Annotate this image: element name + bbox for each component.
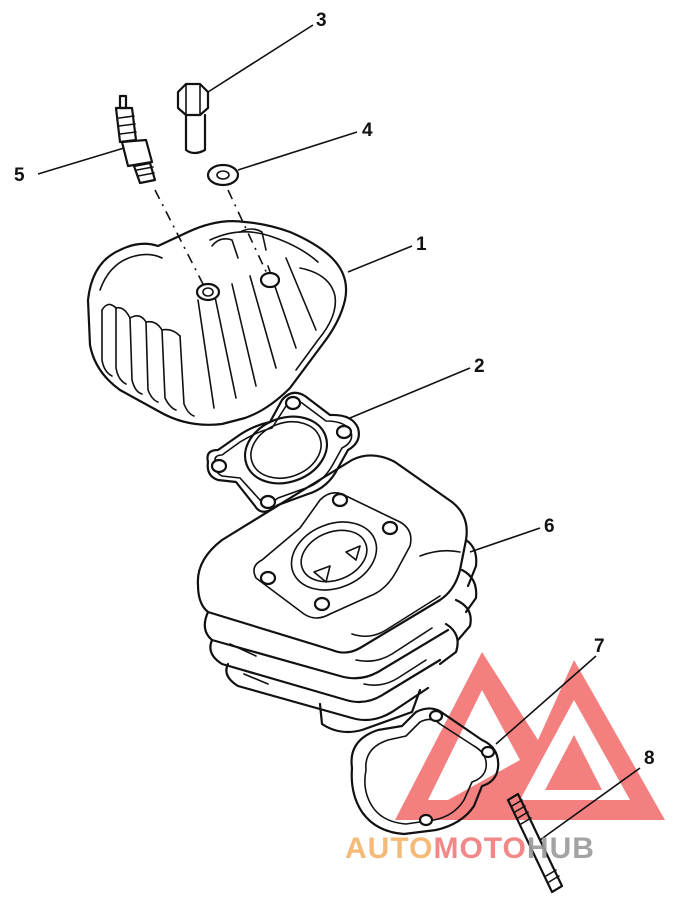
- leader-1: [347, 245, 413, 273]
- part-4-washer: [206, 163, 240, 187]
- callout-2: 2: [474, 356, 485, 377]
- centerline-bolt: [227, 189, 271, 281]
- part-2-head-gasket: [206, 391, 360, 513]
- watermark-triangle-core: [545, 735, 602, 790]
- watermark-auto: AUTO: [345, 832, 433, 865]
- leader-4: [237, 131, 358, 171]
- callout-1: 1: [416, 234, 427, 255]
- leader-6: [469, 527, 541, 553]
- callout-labels: 1 2 3 4 5 6 7 8: [14, 10, 655, 769]
- callout-3: 3: [316, 10, 327, 31]
- part-6-cylinder: [196, 454, 478, 734]
- part-1-cylinder-head: [86, 220, 348, 426]
- part-5-spark-plug: [114, 94, 157, 185]
- watermark-logo: [395, 652, 665, 820]
- leader-8: [539, 767, 641, 841]
- callout-4: 4: [362, 120, 373, 141]
- part-7-base-gasket: [350, 707, 500, 836]
- leader-lines: [37, 24, 641, 841]
- svg-text:AUTOMOTOHUB: AUTOMOTOHUB: [345, 832, 595, 865]
- part-8-stud: [506, 792, 564, 894]
- callout-6: 6: [544, 516, 555, 537]
- callout-8: 8: [644, 748, 655, 769]
- callout-7: 7: [594, 636, 605, 657]
- leader-7: [495, 655, 597, 745]
- watermark-text: AUTOMOTOHUB: [345, 832, 595, 865]
- leader-2: [349, 367, 471, 419]
- centerline-spark-plug: [154, 189, 206, 289]
- callout-5: 5: [14, 165, 25, 186]
- watermark-hub: HUB: [527, 832, 595, 865]
- part-3-bolt: [176, 82, 210, 155]
- leader-5: [37, 147, 125, 175]
- leader-3: [207, 24, 314, 93]
- watermark-moto: MOTO: [433, 832, 526, 865]
